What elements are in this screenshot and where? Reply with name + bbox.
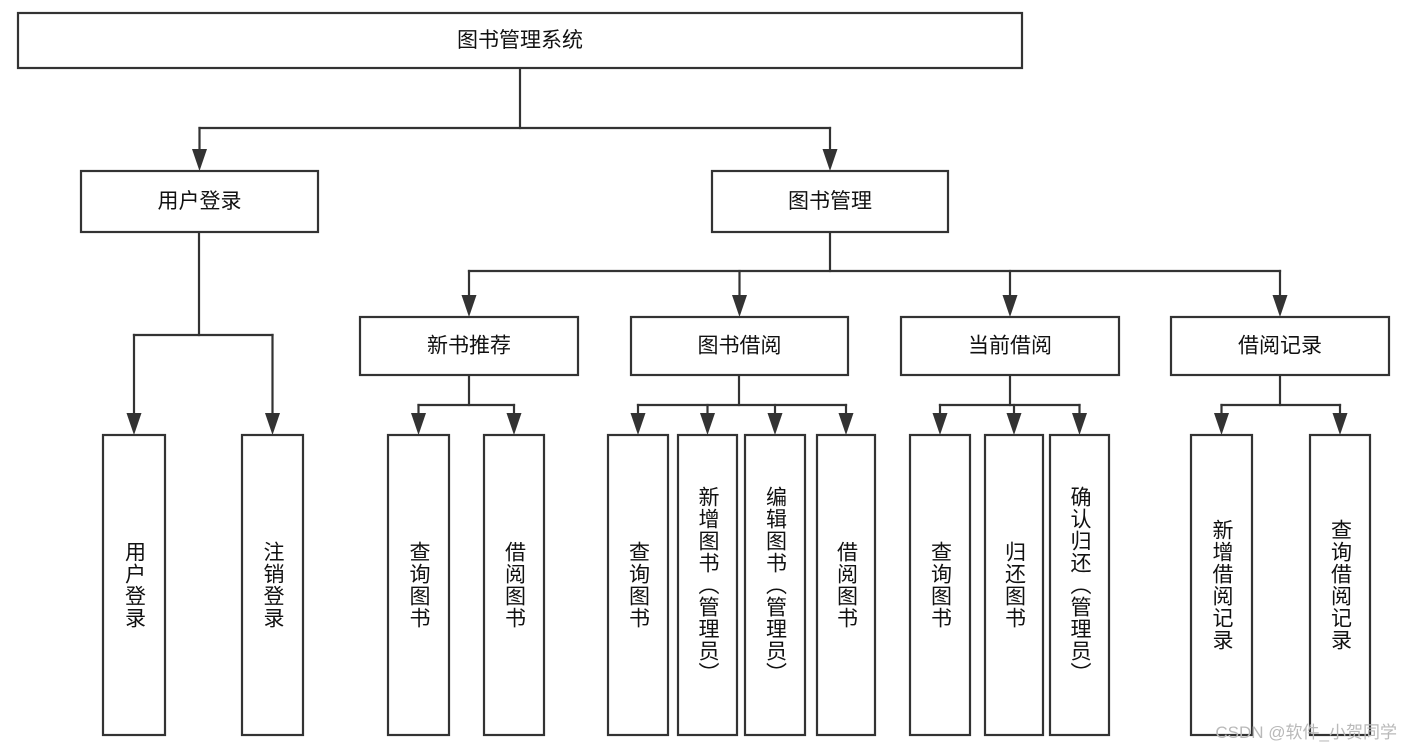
arrowhead-icon bbox=[1214, 413, 1229, 435]
edge-group-n-user-login bbox=[126, 230, 280, 435]
node-box-n-book-mgmt[interactable] bbox=[710, 169, 950, 234]
node-box-l-query-book-1[interactable] bbox=[386, 433, 451, 737]
node-box-l-add-borrow-record[interactable] bbox=[1189, 433, 1254, 737]
node-label-n-borrow-record: 借阅记录 bbox=[1238, 335, 1322, 358]
edge-group-root bbox=[192, 66, 838, 171]
node-box-l-edit-book-admin[interactable] bbox=[743, 433, 807, 737]
node-box-l-query-book-2[interactable] bbox=[606, 433, 670, 737]
node-box-n-current-borrow[interactable] bbox=[899, 315, 1121, 377]
arrowhead-icon bbox=[192, 149, 207, 171]
node-box-root[interactable] bbox=[16, 11, 1024, 70]
node-label-n-book-mgmt: 图书管理 bbox=[788, 190, 872, 213]
arrowhead-icon bbox=[732, 295, 747, 317]
edge-group-n-new-book-rec bbox=[411, 373, 522, 435]
node-box-n-new-book-rec[interactable] bbox=[358, 315, 580, 377]
node-label-n-current-borrow: 当前借阅 bbox=[968, 335, 1052, 358]
arrowhead-icon bbox=[700, 413, 715, 435]
arrowhead-icon bbox=[838, 413, 854, 435]
csdn-watermark: CSDN @软件_小贺同学 bbox=[1215, 723, 1397, 742]
node-label-n-book-borrow: 图书借阅 bbox=[698, 335, 782, 358]
arrowhead-icon bbox=[1272, 295, 1288, 317]
arrowhead-icon bbox=[1072, 413, 1087, 435]
node-box-l-borrow-book-1[interactable] bbox=[482, 433, 546, 737]
arrowhead-icon bbox=[767, 413, 783, 435]
node-box-l-borrow-book-2[interactable] bbox=[815, 433, 877, 737]
arrowhead-icon bbox=[1002, 295, 1018, 317]
node-label-n-new-book-rec: 新书推荐 bbox=[427, 335, 511, 358]
node-box-l-logout[interactable] bbox=[240, 433, 305, 737]
arrowhead-icon bbox=[506, 413, 522, 435]
node-box-l-query-book-3[interactable] bbox=[908, 433, 972, 737]
arrowhead-icon bbox=[411, 413, 426, 435]
edge-group-n-borrow-record bbox=[1214, 373, 1348, 435]
arrowhead-icon bbox=[1332, 413, 1348, 435]
node-box-l-confirm-return-admin[interactable] bbox=[1048, 433, 1111, 737]
boxes-layer bbox=[16, 11, 1391, 737]
arrowhead-icon bbox=[265, 413, 280, 435]
arrowhead-icon bbox=[822, 149, 838, 171]
arrowhead-icon bbox=[932, 413, 948, 435]
edge-group-n-book-borrow bbox=[630, 373, 854, 435]
node-box-l-user-login[interactable] bbox=[101, 433, 167, 737]
node-box-n-book-borrow[interactable] bbox=[629, 315, 850, 377]
node-box-n-borrow-record[interactable] bbox=[1169, 315, 1391, 377]
node-box-l-add-book-admin[interactable] bbox=[676, 433, 739, 737]
arrowhead-icon bbox=[126, 413, 142, 435]
edge-group-n-current-borrow bbox=[932, 373, 1087, 435]
edges-layer bbox=[126, 66, 1348, 435]
node-box-l-query-borrow-record[interactable] bbox=[1308, 433, 1372, 737]
node-box-n-user-login[interactable] bbox=[79, 169, 320, 234]
node-label-root: 图书管理系统 bbox=[457, 29, 583, 52]
edge-group-n-book-mgmt bbox=[461, 230, 1288, 317]
arrowhead-icon bbox=[630, 413, 646, 435]
node-box-l-return-book[interactable] bbox=[983, 433, 1045, 737]
arrowhead-icon bbox=[461, 295, 477, 317]
arrowhead-icon bbox=[1006, 413, 1022, 435]
node-label-n-user-login: 用户登录 bbox=[158, 190, 242, 213]
